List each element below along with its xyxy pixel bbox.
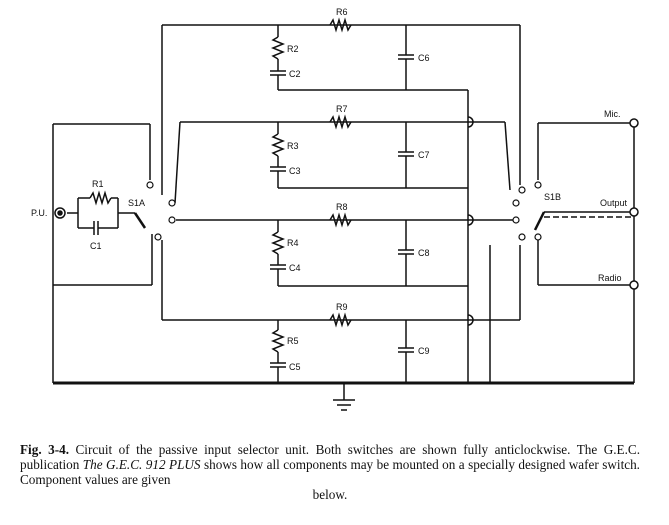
switch-s1a-contact-2 — [168, 199, 176, 207]
s1a-label: S1A — [128, 198, 145, 208]
input-network — [52, 123, 153, 383]
resistor-r2 — [270, 36, 286, 60]
figure-number: Fig. 3-4. — [20, 442, 69, 457]
circuit-diagram: P.U. Mic. Output Radio S1A S1B R1 C1 R2 … — [31, 7, 639, 411]
r6-label: R6 — [336, 7, 348, 17]
resistor-r5 — [270, 329, 286, 353]
caption-text-2: shows how all components may be mounted … — [20, 457, 640, 487]
switch-s1b-contact-1 — [518, 186, 526, 194]
r4-label: R4 — [287, 238, 299, 248]
switch-s1b-contact-6 — [534, 233, 542, 241]
caption-publication: The G.E.C. 912 PLUS — [82, 457, 201, 472]
s1b-label: S1B — [544, 192, 561, 202]
radio-terminal — [629, 280, 639, 290]
r9-label: R9 — [336, 302, 348, 312]
output-terminal — [629, 207, 639, 217]
r2-label: R2 — [287, 44, 299, 54]
switch-s1b-contact-4 — [518, 233, 526, 241]
resistor-r7 — [329, 114, 352, 130]
switch-s1b-wiper — [533, 211, 546, 231]
c3-label: C3 — [289, 166, 301, 176]
c9-label: C9 — [418, 346, 430, 356]
resistor-r3 — [270, 133, 286, 157]
r8-label: R8 — [336, 202, 348, 212]
output-label: Output — [600, 198, 628, 208]
c5-label: C5 — [289, 362, 301, 372]
resistor-r4 — [270, 231, 286, 255]
resistor-r9 — [329, 312, 352, 328]
switch-s1a-contact-3 — [168, 216, 176, 224]
switch-s1a-contact-4 — [154, 233, 162, 241]
switch-s1b-contact-5 — [534, 181, 542, 189]
switch-s1b-contact-2 — [512, 199, 520, 207]
switch-s1a-wiper — [133, 212, 147, 229]
mic-label: Mic. — [604, 109, 621, 119]
c6-label: C6 — [418, 53, 430, 63]
c8-label: C8 — [418, 248, 430, 258]
ground-symbol — [333, 383, 355, 411]
radio-label: Radio — [598, 273, 622, 283]
r5-label: R5 — [287, 336, 299, 346]
figure-caption: Fig. 3-4. Circuit of the passive input s… — [20, 442, 640, 502]
c4-label: C4 — [289, 263, 301, 273]
resistor-r8 — [329, 212, 352, 228]
pu-label: P.U. — [31, 208, 47, 218]
resistor-r1 — [89, 190, 112, 206]
c2-label: C2 — [289, 69, 301, 79]
r1-label: R1 — [92, 179, 104, 189]
caption-text-1: Circuit of the passive input selector un… — [20, 442, 640, 472]
r3-label: R3 — [287, 141, 299, 151]
resistor-r6 — [329, 17, 352, 33]
switch-s1a-contact-1 — [146, 181, 154, 189]
mic-terminal — [629, 118, 639, 128]
switch-s1b-contact-3 — [512, 216, 520, 224]
r7-label: R7 — [336, 104, 348, 114]
c7-label: C7 — [418, 150, 430, 160]
c1-label: C1 — [90, 241, 102, 251]
caption-text-3: below. — [312, 487, 348, 502]
